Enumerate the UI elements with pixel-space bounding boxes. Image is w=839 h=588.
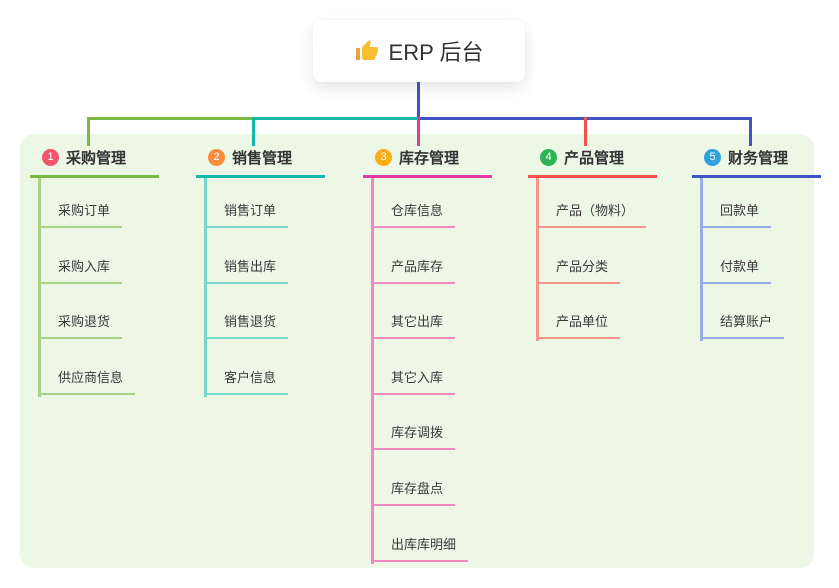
child-label: 仓库信息 — [391, 203, 444, 218]
child-label: 结算账户 — [720, 314, 773, 330]
child-label: 客户信息 — [224, 369, 277, 385]
child-node[interactable]: 结算账户 — [700, 313, 785, 340]
child-label: 销售订单 — [224, 203, 277, 218]
child-node[interactable]: 采购入库 — [38, 258, 123, 284]
child-label: 采购退货 — [58, 314, 111, 330]
branch-number-badge: 5 — [704, 148, 721, 166]
bus-segment-left — [87, 117, 255, 120]
child-node[interactable]: 出库库明细 — [371, 536, 469, 562]
child-label: 销售退货 — [224, 314, 277, 330]
child-label: 其它入库 — [391, 369, 444, 385]
child-label: 库存调拨 — [391, 425, 444, 441]
root-node[interactable]: ERP 后台 — [313, 20, 525, 82]
child-label: 产品（物料） — [556, 203, 635, 218]
child-node[interactable]: 其它入库 — [371, 369, 456, 395]
branch-drop-line — [252, 117, 255, 146]
child-node[interactable]: 付款单 — [700, 258, 772, 284]
branch-trunk-line — [204, 178, 207, 397]
child-node[interactable]: 采购退货 — [38, 313, 123, 340]
branch-label: 产品管理 — [564, 149, 625, 167]
child-label: 销售出库 — [224, 258, 277, 274]
child-label: 供应商信息 — [58, 369, 124, 385]
child-label: 库存盘点 — [391, 481, 444, 496]
child-node[interactable]: 供应商信息 — [38, 369, 136, 395]
branch-drop-line — [749, 117, 752, 146]
bus-segment-center — [252, 117, 417, 120]
child-node[interactable]: 仓库信息 — [371, 202, 456, 228]
child-label: 付款单 — [720, 258, 760, 274]
child-node[interactable]: 回款单 — [700, 202, 772, 228]
child-label: 采购入库 — [58, 258, 111, 274]
child-label: 产品库存 — [391, 258, 444, 274]
child-node[interactable]: 产品（物料） — [536, 202, 647, 228]
branch-drop-line — [417, 117, 420, 146]
branch-header[interactable]: 1 采购管理 — [30, 146, 159, 178]
branch-label: 销售管理 — [232, 149, 293, 167]
child-label: 采购订单 — [58, 203, 111, 218]
child-node[interactable]: 产品分类 — [536, 258, 621, 284]
child-node[interactable]: 其它出库 — [371, 313, 456, 340]
branch-number-badge: 4 — [540, 148, 557, 166]
child-node[interactable]: 库存盘点 — [371, 480, 456, 506]
thumbs-up-icon — [355, 39, 379, 63]
child-node[interactable]: 产品单位 — [536, 313, 621, 340]
child-label: 产品分类 — [556, 258, 609, 274]
child-label: 其它出库 — [391, 314, 444, 330]
child-label: 产品单位 — [556, 314, 609, 330]
child-node[interactable]: 采购订单 — [38, 202, 123, 228]
child-node[interactable]: 库存调拨 — [371, 424, 456, 451]
branch-header[interactable]: 4 产品管理 — [528, 146, 657, 178]
branch-trunk-line — [38, 178, 41, 397]
branch-number-badge: 2 — [208, 148, 225, 166]
child-node[interactable]: 客户信息 — [204, 369, 289, 395]
branch-trunk-line — [371, 178, 374, 564]
root-stem-line — [417, 82, 420, 120]
child-node[interactable]: 产品库存 — [371, 258, 456, 284]
child-label: 回款单 — [720, 203, 760, 218]
child-node[interactable]: 销售订单 — [204, 202, 289, 228]
child-node[interactable]: 销售出库 — [204, 258, 289, 284]
branch-number-badge: 1 — [42, 148, 59, 166]
branch-trunk-line — [700, 178, 703, 342]
branch-number-badge: 3 — [375, 148, 392, 166]
branches-panel — [20, 134, 814, 568]
branch-drop-line — [87, 117, 90, 146]
child-label: 出库库明细 — [391, 536, 457, 552]
branch-label: 采购管理 — [66, 149, 127, 167]
branch-header[interactable]: 2 销售管理 — [196, 146, 325, 178]
root-title: ERP 后台 — [388, 40, 484, 65]
branch-header[interactable]: 5 财务管理 — [692, 146, 821, 178]
branch-drop-line — [584, 117, 587, 146]
branch-header[interactable]: 3 库存管理 — [363, 146, 492, 178]
branch-label: 库存管理 — [399, 149, 460, 167]
child-node[interactable]: 销售退货 — [204, 313, 289, 340]
branch-label: 财务管理 — [728, 149, 789, 167]
branch-trunk-line — [536, 178, 539, 342]
